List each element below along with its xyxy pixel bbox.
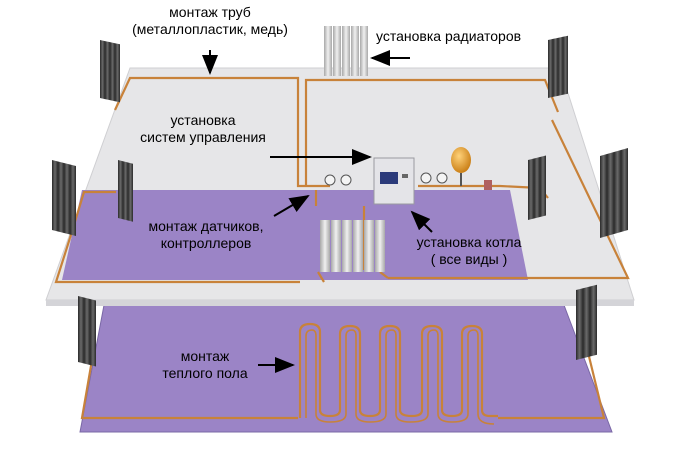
radiator-icon [576, 284, 597, 360]
label-sensors-line1: монтаж датчиков, [148, 218, 264, 234]
floor-heating-coil [298, 322, 498, 418]
radiator-icon [528, 155, 546, 220]
label-pipes-line1: монтаж труб [169, 4, 251, 20]
label-pipes-line2: (металлопластик, медь) [132, 21, 288, 37]
label-sensors-line2: контроллеров [160, 235, 252, 251]
radiator-icon [118, 160, 133, 222]
radiator-icon [78, 296, 96, 367]
label-radiators: установка радиаторов [376, 28, 522, 44]
label-boiler-line1: установка котла [416, 234, 522, 250]
label-sensors: монтаж датчиков, контроллеров [136, 218, 276, 252]
floor-slab-edge [46, 300, 634, 306]
radiator-icon [548, 35, 568, 98]
arrow-icon [202, 50, 433, 373]
radiator-icon [100, 40, 120, 103]
label-boiler: установка котла ( все виды ) [404, 234, 534, 268]
radiator-icon [600, 147, 628, 238]
boiler-icon [373, 157, 415, 205]
label-control: установка систем управления [118, 112, 288, 146]
label-floor-line2: теплого пола [162, 365, 248, 381]
radiator-icon [52, 160, 76, 236]
label-control-line2: систем управления [140, 129, 266, 145]
label-floor: монтаж теплого пола [150, 348, 260, 382]
label-boiler-line2: ( все виды ) [430, 251, 508, 267]
radiator-icon [320, 220, 385, 272]
pressure-gauge-icon [324, 172, 492, 190]
radiator-icon [324, 26, 368, 76]
label-control-line1: установка [170, 112, 236, 128]
label-pipes: монтаж труб (металлопластик, медь) [110, 4, 310, 38]
pipes-lower [80, 322, 606, 425]
expansion-tank-icon [451, 147, 471, 186]
label-floor-line1: монтаж [180, 348, 230, 364]
